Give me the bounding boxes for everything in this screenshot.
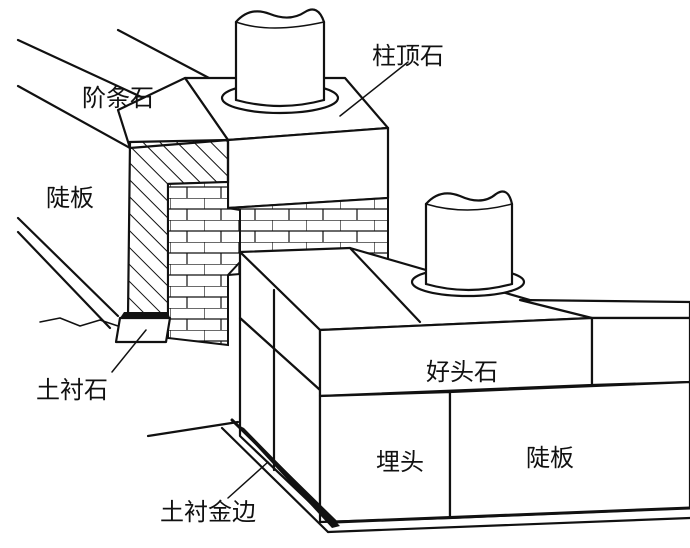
upper-column bbox=[220, 8, 340, 115]
label-tu-chen-shi: 土衬石 bbox=[36, 376, 108, 404]
label-hao-tou-shi: 好头石 bbox=[426, 358, 498, 386]
label-jietiao-shi: 阶条石 bbox=[82, 84, 154, 112]
label-zhuding-shi: 柱顶石 bbox=[372, 42, 444, 70]
label-tu-chen-jin-bian: 土衬金边 bbox=[160, 498, 256, 526]
label-lu-ban-left: 陡板 bbox=[46, 184, 94, 212]
front-block bbox=[238, 246, 690, 524]
leader-lines bbox=[111, 61, 409, 499]
label-lu-ban-right: 陡板 bbox=[526, 444, 574, 472]
label-mai-tou: 埋头 bbox=[376, 448, 424, 476]
ground-edge-strip bbox=[146, 418, 690, 534]
front-column bbox=[410, 190, 526, 298]
left-ground-strip bbox=[16, 216, 120, 330]
